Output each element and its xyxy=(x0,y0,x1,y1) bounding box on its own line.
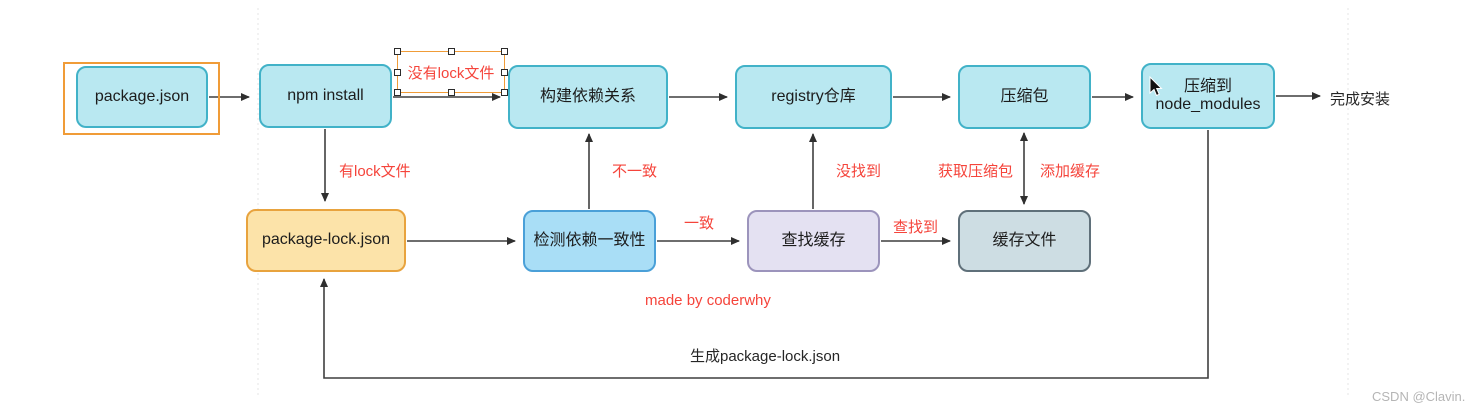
edge-label-found[interactable]: 查找到 xyxy=(893,219,939,236)
edge-label-no-lock-file[interactable]: 没有lock文件 xyxy=(394,48,508,96)
credit-text: made by coderwhy xyxy=(645,292,771,309)
edge-label-no-lock-file-text: 没有lock文件 xyxy=(407,64,495,82)
node-lookup-cache[interactable]: 查找缓存 xyxy=(747,210,880,272)
node-cache-files[interactable]: 缓存文件 xyxy=(958,210,1091,272)
node-compress-line2: node_modules xyxy=(1155,96,1261,113)
node-check-consistency-label: 检测依赖一致性 xyxy=(533,231,646,249)
edge-nodemodules-generate-packagelock xyxy=(320,130,1209,379)
selection-handle-nw[interactable] xyxy=(394,48,401,55)
edge-label-inconsistent[interactable]: 不一致 xyxy=(612,163,658,180)
mouse-cursor-icon xyxy=(1149,76,1163,97)
selection-handle-ne[interactable] xyxy=(501,48,508,55)
node-registry[interactable]: registry仓库 xyxy=(735,65,892,129)
edge-label-generate-package-lock[interactable]: 生成package-lock.json xyxy=(690,348,841,365)
edge-label-consistent[interactable]: 一致 xyxy=(684,215,715,232)
node-cache-files-label: 缓存文件 xyxy=(992,231,1057,249)
selection-handle-se[interactable] xyxy=(501,89,508,96)
selection-highlight-package-json xyxy=(63,62,220,135)
selection-handle-n[interactable] xyxy=(448,48,455,55)
edge-label-has-lock-file[interactable]: 有lock文件 xyxy=(339,163,411,180)
node-check-consistency[interactable]: 检测依赖一致性 xyxy=(523,210,656,272)
node-compress-to-node-modules[interactable]: 压缩到 node_modules xyxy=(1141,63,1275,129)
edge-label-fetch-tarball[interactable]: 获取压缩包 xyxy=(938,163,1014,180)
node-package-lock-json-label: package-lock.json xyxy=(261,231,391,249)
edge-label-not-found[interactable]: 没找到 xyxy=(836,163,882,180)
selection-handle-s[interactable] xyxy=(448,89,455,96)
node-registry-label: registry仓库 xyxy=(771,87,856,105)
node-lookup-cache-label: 查找缓存 xyxy=(781,231,846,249)
node-package-json-label: package.json xyxy=(94,87,190,105)
edge-label-add-cache[interactable]: 添加缓存 xyxy=(1040,163,1101,180)
node-tarball[interactable]: 压缩包 xyxy=(958,65,1091,129)
node-npm-install-label: npm install xyxy=(287,86,364,104)
node-tarball-label: 压缩包 xyxy=(1000,87,1049,105)
node-package-lock-json[interactable]: package-lock.json xyxy=(246,209,406,272)
csdn-watermark: CSDN @Clavin. xyxy=(1372,389,1466,404)
selection-handle-w[interactable] xyxy=(394,69,401,76)
finish-install-text[interactable]: 完成安装 xyxy=(1330,91,1391,108)
node-package-json[interactable]: package.json xyxy=(76,66,208,128)
node-compress-line1: 压缩到 xyxy=(1183,77,1232,95)
node-npm-install[interactable]: npm install xyxy=(259,64,392,128)
node-build-dependency-graph[interactable]: 构建依赖关系 xyxy=(508,65,668,129)
selection-handle-e[interactable] xyxy=(501,69,508,76)
node-build-dependency-graph-label: 构建依赖关系 xyxy=(539,87,636,105)
selection-handle-sw[interactable] xyxy=(394,89,401,96)
